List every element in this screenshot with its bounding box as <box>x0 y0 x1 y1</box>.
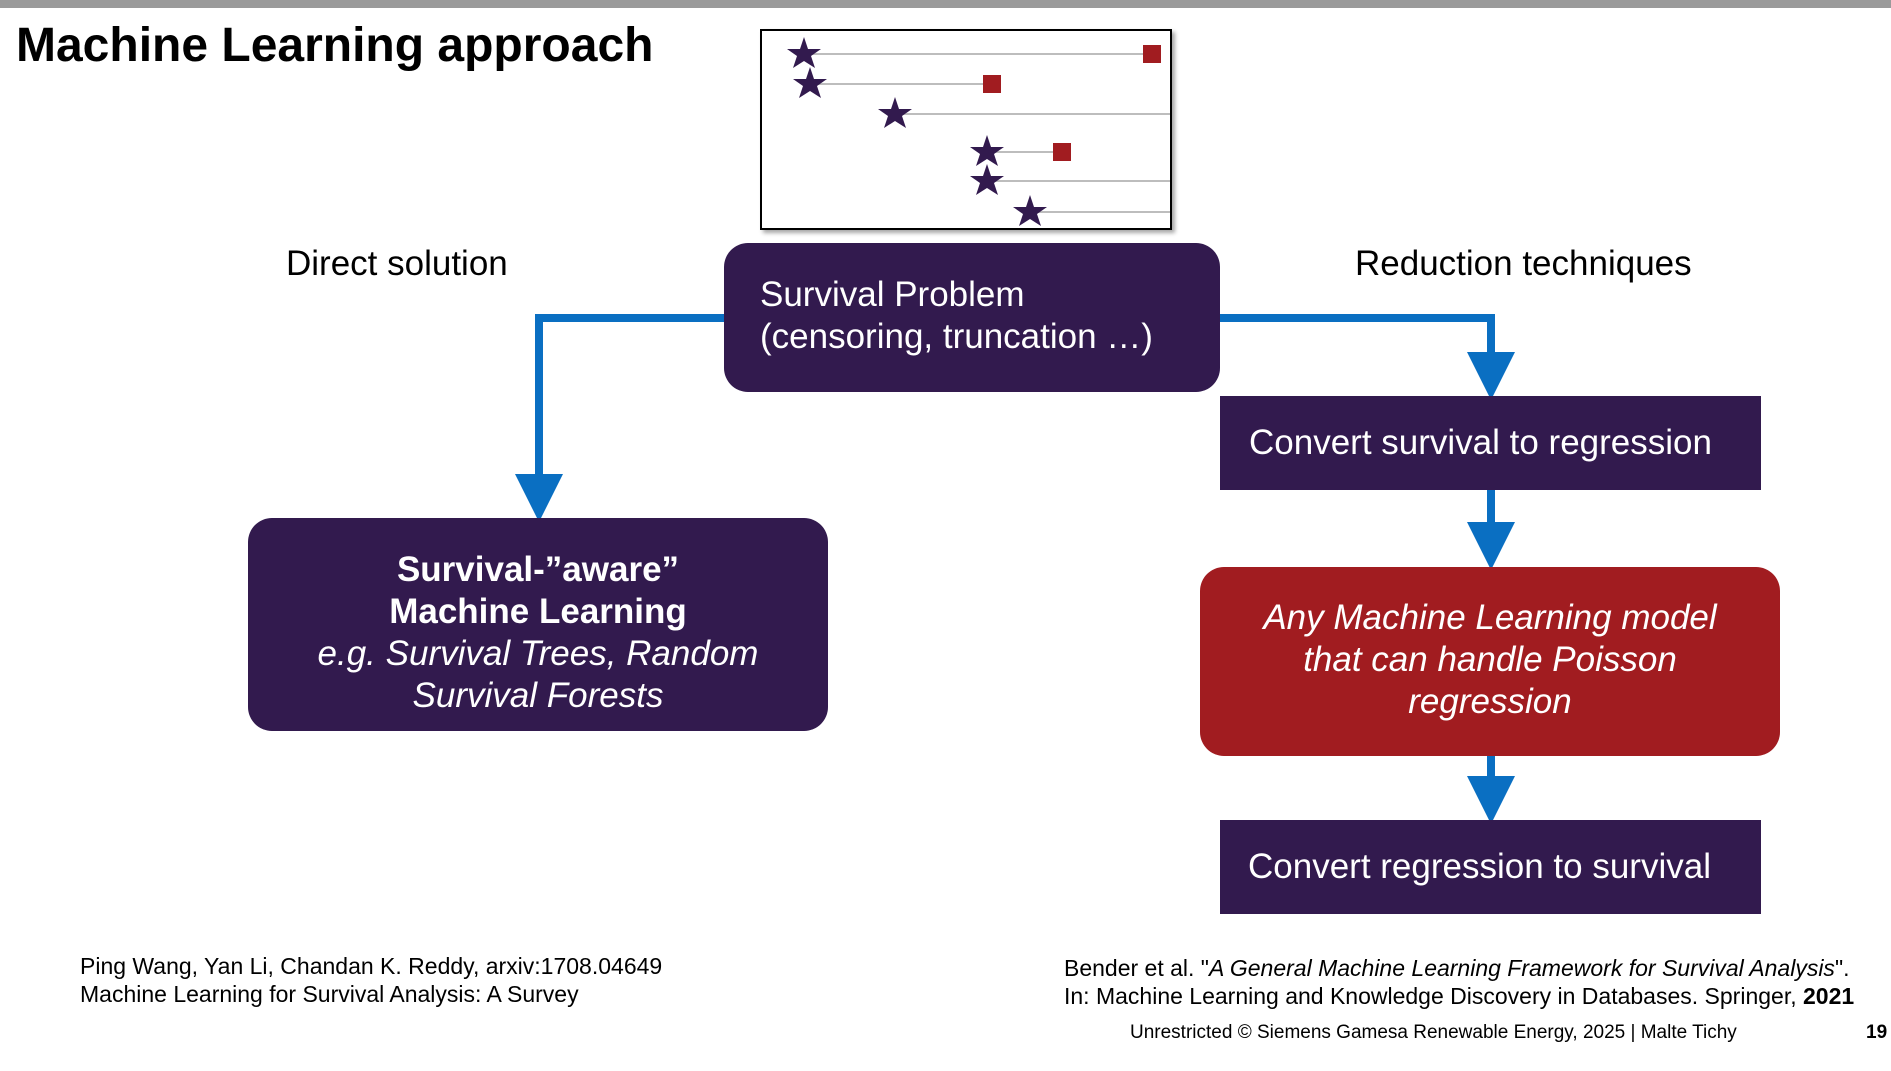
machine-learning-heading: Machine Learning <box>389 592 687 631</box>
arrow-to-convert-survival <box>1218 314 1515 400</box>
arrow-to-direct-solution <box>515 314 726 522</box>
event-square-icon <box>983 75 1001 93</box>
start-star-icon <box>787 37 821 68</box>
reference-left-line-2: Machine Learning for Survival Analysis: … <box>80 981 579 1007</box>
start-star-icon <box>970 164 1004 195</box>
start-star-icon <box>970 135 1004 166</box>
survival-problem-box: Survival Problem (censoring, truncation … <box>724 243 1220 392</box>
reference-right-line-2: In: Machine Learning and Knowledge Disco… <box>1064 982 1854 1010</box>
examples-line-1: e.g. Survival Trees, Random <box>317 634 759 673</box>
convert-survival-to-regression-label: Convert survival to regression <box>1249 423 1712 462</box>
start-star-icon <box>793 67 827 98</box>
direct-solution-label: Direct solution <box>286 244 508 283</box>
start-star-icon <box>1013 195 1047 226</box>
reference-left: Ping Wang, Yan Li, Chandan K. Reddy, arx… <box>80 952 662 1008</box>
page-number: 19 <box>1866 1022 1888 1043</box>
slide-title: Machine Learning approach <box>16 19 654 72</box>
ml-model-line-1: Any Machine Learning model <box>1263 598 1717 637</box>
any-ml-model-box: Any Machine Learning model that can hand… <box>1200 567 1780 756</box>
reference-left-line-1: Ping Wang, Yan Li, Chandan K. Reddy, arx… <box>80 953 663 979</box>
reference-right-line-1: Bender et al. "A General Machine Learnin… <box>1064 954 1854 982</box>
convert-regression-to-survival-box: Convert regression to survival <box>1220 820 1761 914</box>
convert-regression-to-survival-label: Convert regression to survival <box>1248 847 1711 886</box>
start-star-icon <box>878 97 912 128</box>
reduction-techniques-label: Reduction techniques <box>1355 244 1692 283</box>
top-bar <box>0 0 1891 8</box>
reference-right-year: 2021 <box>1803 983 1855 1009</box>
reference-right-title: A General Machine Learning Framework for… <box>1208 955 1835 981</box>
event-square-icon <box>1143 45 1161 63</box>
examples-line-2: Survival Forests <box>412 676 664 715</box>
event-square-icon <box>1053 143 1071 161</box>
reference-right-source: In: Machine Learning and Knowledge Disco… <box>1064 983 1803 1009</box>
survival-aware-heading: Survival-”aware” <box>396 550 680 589</box>
ml-model-line-3: regression <box>1408 682 1572 721</box>
survival-aware-ml-box: Survival-”aware” Machine Learning e.g. S… <box>248 518 828 731</box>
ml-model-line-2: that can handle Poisson <box>1303 640 1677 679</box>
reference-right-suffix: ". <box>1834 955 1850 981</box>
survival-problem-title: Survival Problem <box>760 275 1025 314</box>
convert-survival-to-regression-box: Convert survival to regression <box>1220 396 1761 490</box>
survival-problem-subtitle: (censoring, truncation …) <box>760 317 1153 356</box>
timeline-svg <box>787 37 1170 226</box>
survival-timeline-illustration <box>760 29 1172 230</box>
reference-right: Bender et al. "A General Machine Learnin… <box>1064 954 1854 1010</box>
footer-text: Unrestricted © Siemens Gamesa Renewable … <box>1130 1022 1737 1043</box>
reference-right-prefix: Bender et al. " <box>1064 955 1209 981</box>
